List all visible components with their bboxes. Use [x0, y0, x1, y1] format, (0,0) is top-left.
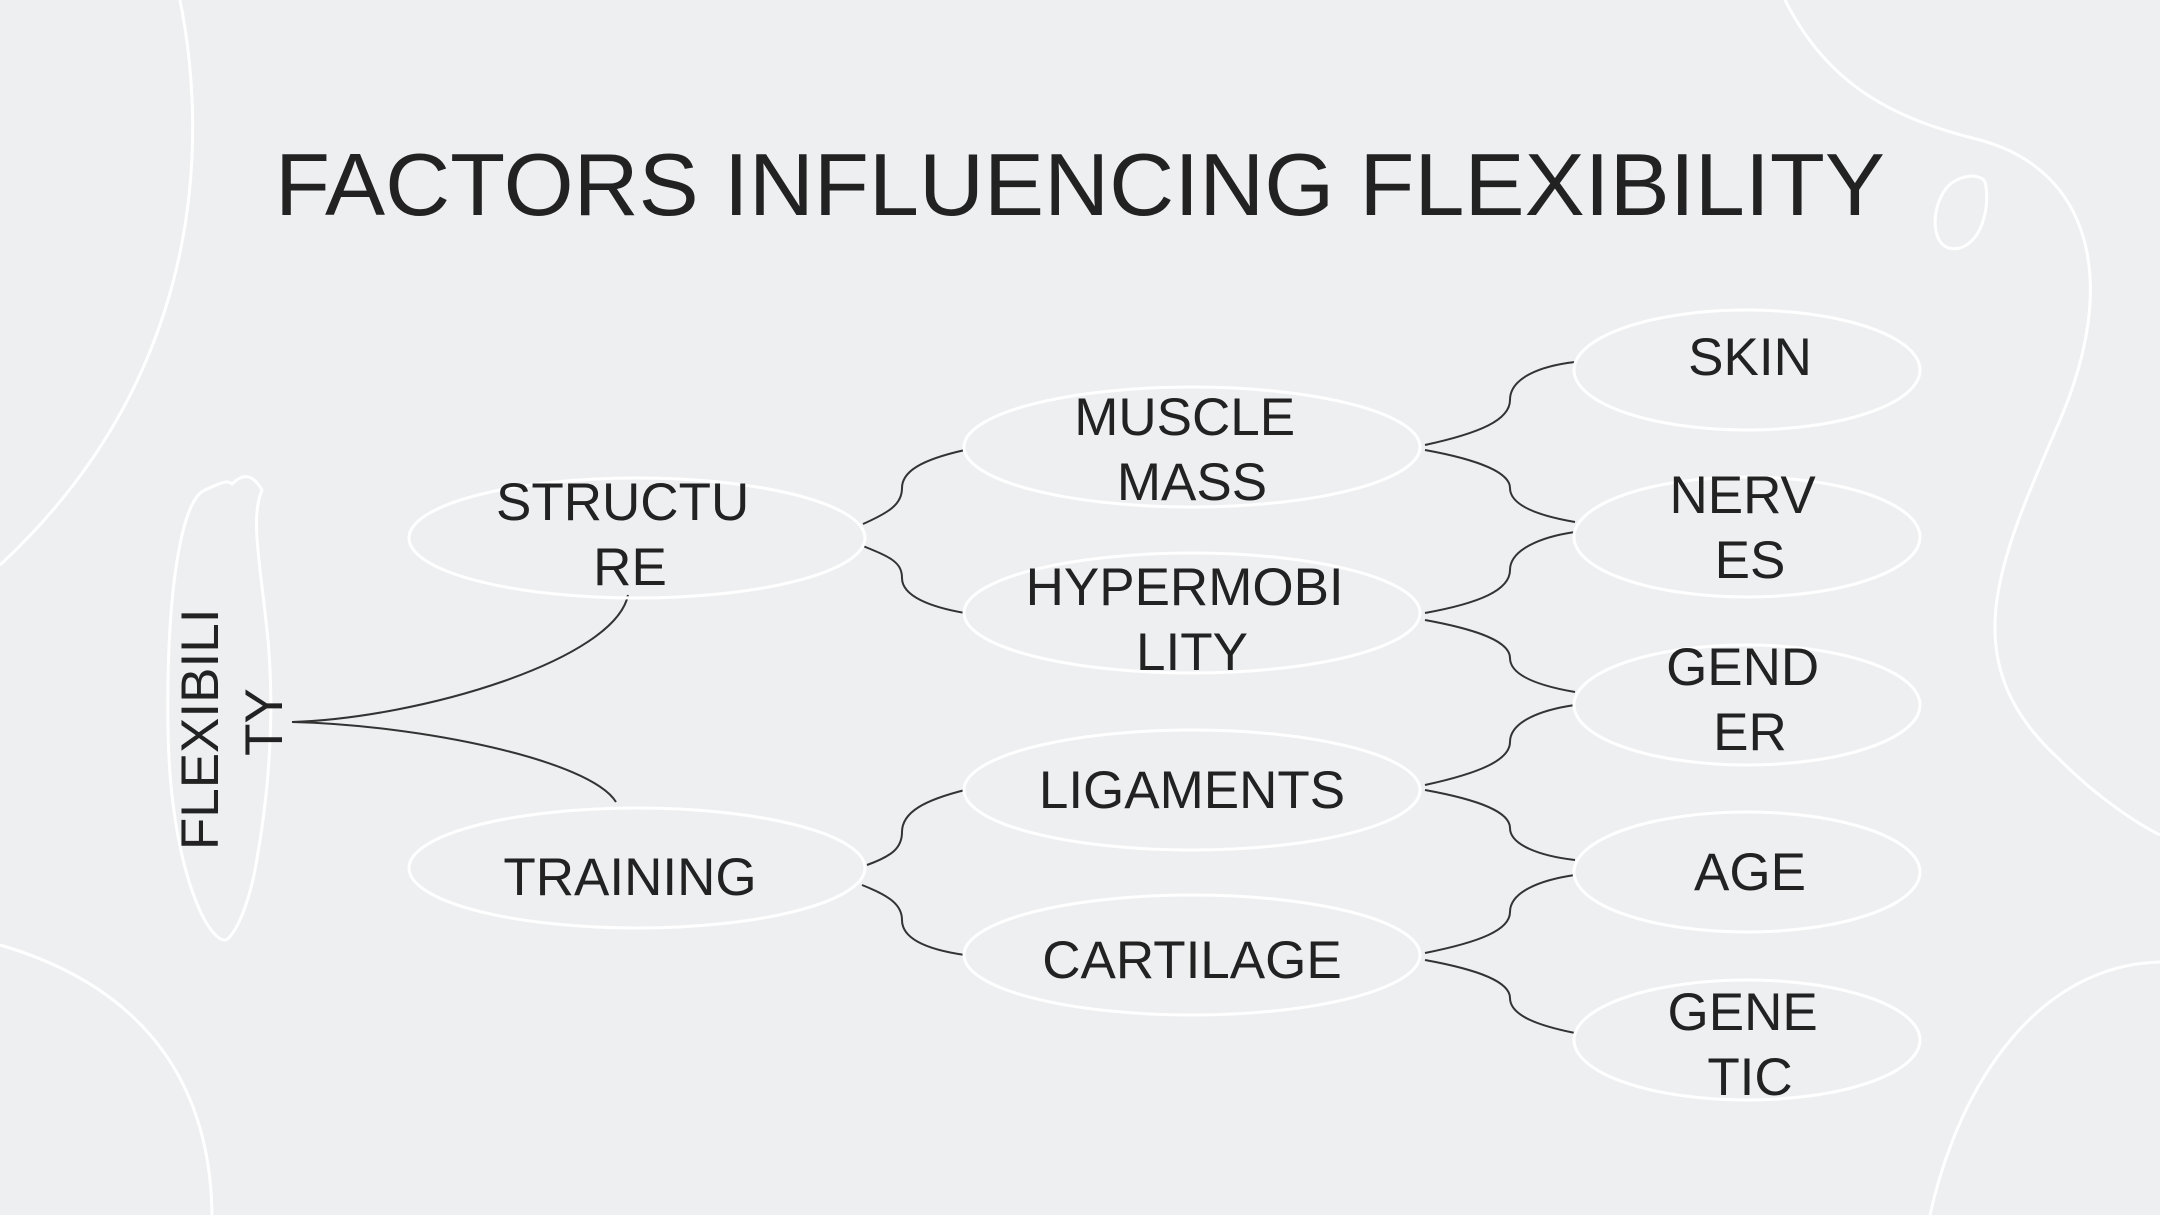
skin-node-shape: [1572, 308, 1922, 432]
genetic-node-label-line-1: GENE: [1668, 983, 1818, 1042]
node-shapes: [166, 308, 1922, 1102]
genetic-node-shape: [1572, 978, 1922, 1102]
genetic-node-label-line-2: TIC: [1707, 1048, 1792, 1107]
nerves-node-shape: [1572, 475, 1922, 599]
nerves-node-label-line-2: ES: [1715, 531, 1786, 590]
training-node-label: TRAINING: [503, 848, 756, 907]
page-title: FACTORS INFLUENCING FLEXIBILITY: [275, 135, 1885, 234]
hypermobility-node-shape: [962, 551, 1422, 675]
connector-cartilage-genetic: [1424, 959, 1576, 1034]
hypermobility-node-label-line-2: LITY: [1136, 623, 1248, 682]
connector-hypermobility-nerves: [1424, 531, 1576, 614]
ligaments-node-label: LIGAMENTS: [1039, 761, 1345, 820]
gender-node-label: GEND ER: [1666, 638, 1834, 762]
age-node-label: AGE: [1694, 843, 1806, 902]
gender-node-label-line-1: GEND: [1666, 638, 1819, 697]
hypermobility-node-label-line-1: HYPERMOBI: [1026, 558, 1344, 617]
age-node-shape: [1572, 810, 1922, 934]
connector-ligaments-gender: [1424, 704, 1576, 786]
root-node-label-line-2: TY: [235, 688, 294, 756]
ligaments-node-shape: [962, 728, 1422, 852]
connector-structure-hypermobility: [862, 545, 966, 614]
skin-node-label: SKIN: [1688, 328, 1812, 387]
connector-ligaments-age: [1424, 789, 1576, 861]
structure-node-label-line-1: STRUCTU: [496, 473, 749, 532]
cartilage-node-label: CARTILAGE: [1042, 931, 1341, 990]
nerves-node-label: NERV ES: [1669, 466, 1830, 590]
connector-root-structure: [291, 594, 629, 723]
root-node-label-line-1: FLEXIBILI: [171, 609, 230, 851]
muscle-mass-node-label: MUSCLE MASS: [1074, 388, 1310, 512]
training-node-shape: [407, 806, 867, 930]
muscle-mass-node-label-line-2: MASS: [1117, 453, 1267, 512]
muscle-mass-node-shape: [962, 385, 1422, 509]
genetic-node-label: GENE TIC: [1668, 983, 1833, 1107]
structure-node-label: STRUCTU RE: [496, 473, 764, 597]
connector-muscle-mass-skin: [1424, 361, 1576, 446]
gender-node-shape: [1572, 643, 1922, 767]
structure-node-label-line-2: RE: [593, 538, 667, 597]
connector-root-training: [291, 721, 617, 803]
connector-cartilage-age: [1424, 874, 1576, 954]
nerves-node-label-line-1: NERV: [1669, 466, 1816, 525]
connector-training-cartilage: [861, 884, 966, 956]
root-node-label: FLEXIBILI TY: [171, 594, 294, 850]
connector-structure-muscle-mass: [862, 449, 966, 525]
structure-node-shape: [407, 476, 867, 600]
cartilage-node-shape: [962, 893, 1422, 1017]
muscle-mass-node-label-line-1: MUSCLE: [1074, 388, 1295, 447]
connector-muscle-mass-nerves: [1424, 449, 1576, 523]
gender-node-label-line-2: ER: [1713, 703, 1787, 762]
connectors: [291, 361, 1576, 1034]
connector-training-ligaments: [866, 789, 966, 866]
connector-hypermobility-gender: [1424, 619, 1576, 693]
hypermobility-node-label: HYPERMOBI LITY: [1026, 558, 1359, 682]
root-node-shape: [166, 475, 273, 942]
